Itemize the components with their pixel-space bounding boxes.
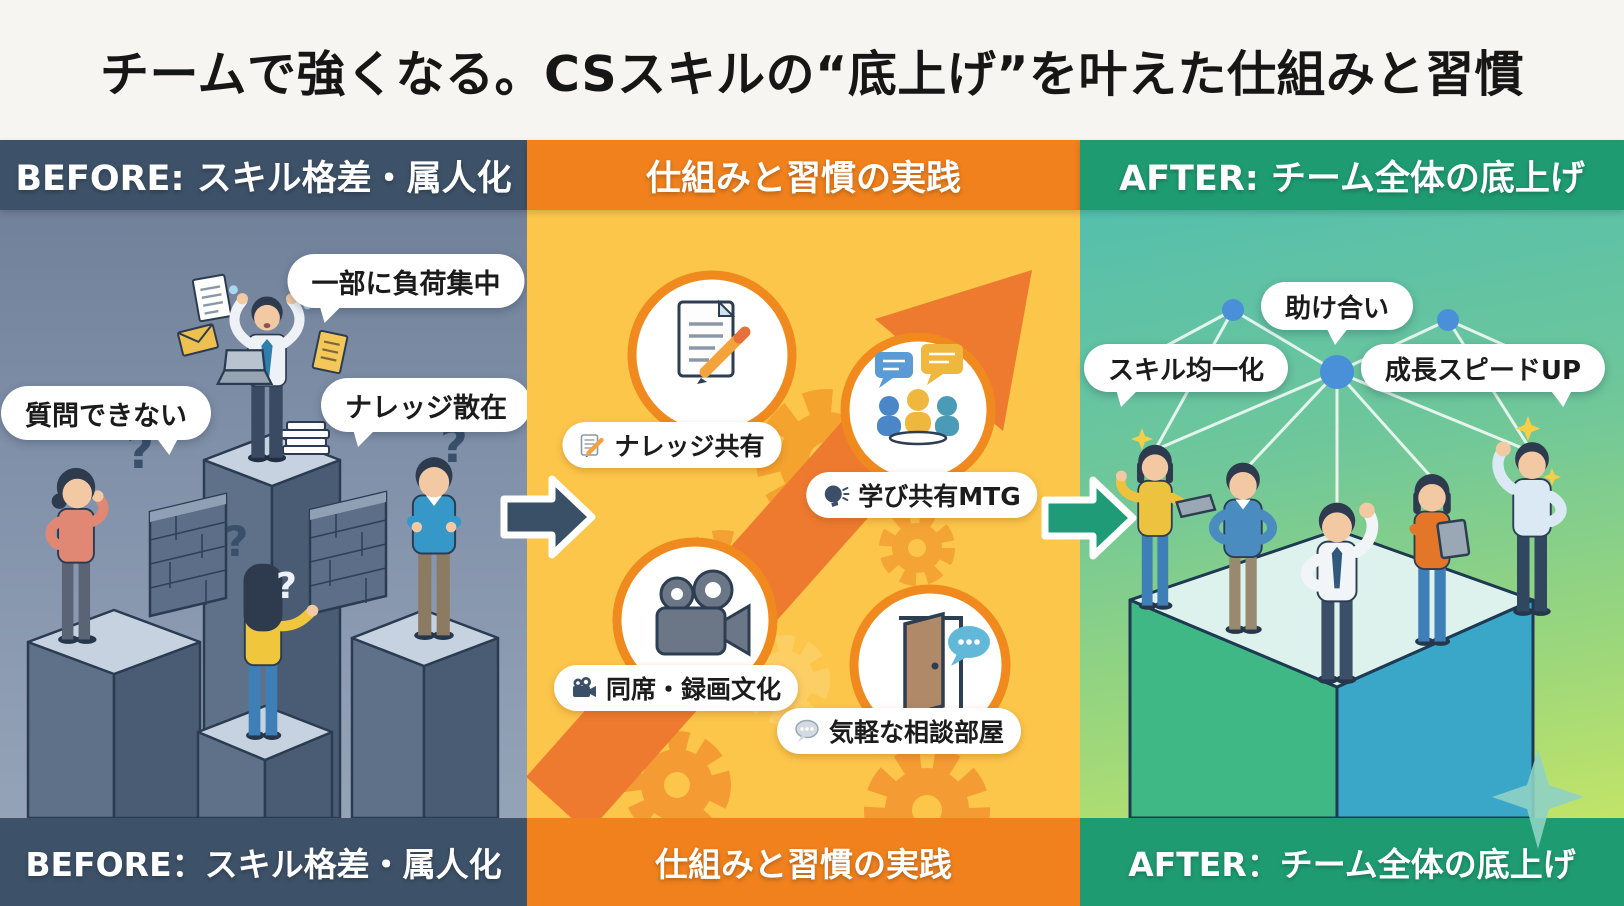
network-lines bbox=[1139, 308, 1561, 515]
speech-balloon-icon bbox=[795, 719, 819, 742]
person-man-lightblue bbox=[1492, 441, 1567, 616]
practice-to-after-arrow bbox=[1041, 474, 1137, 562]
panel-before: BEFORE: スキル格差・属人化 bbox=[0, 140, 531, 906]
bubble-label: ナレッジ散在 bbox=[345, 392, 507, 424]
practice-header-label: 仕組みと習慣の実践 bbox=[645, 158, 961, 199]
memo-icon bbox=[580, 434, 604, 457]
movie-camera-icon bbox=[572, 677, 596, 697]
envelope-icon bbox=[177, 323, 219, 357]
before-bubble-cannot-ask: 質問できない bbox=[1, 386, 211, 440]
svg-text:?: ? bbox=[276, 566, 297, 607]
title-band: チームで強くなる。CSスキルの“底上げ”を叶えた仕組みと習慣 bbox=[0, 0, 1624, 140]
brick-wall-left bbox=[148, 492, 228, 618]
after-header-label: AFTER: チーム全体の底上げ bbox=[1119, 158, 1585, 199]
video-camera-icon bbox=[655, 569, 751, 657]
after-bubble-skill-uniform: スキル均一化 bbox=[1083, 344, 1289, 392]
bubble-label: 一部に負荷集中 bbox=[311, 268, 501, 300]
before-header-label: BEFORE: スキル格差・属人化 bbox=[15, 158, 512, 199]
books-stack bbox=[280, 421, 330, 455]
panel-after: AFTER: チーム全体の底上げ bbox=[1080, 140, 1624, 906]
network-node bbox=[1437, 309, 1459, 331]
knowledge-share-circle bbox=[627, 270, 797, 440]
after-footer-label: AFTER：チーム全体の底上げ bbox=[1128, 845, 1576, 884]
practice-header: 仕組みと習慣の実践 bbox=[527, 140, 1080, 210]
after-footer: AFTER：チーム全体の底上げ bbox=[1080, 818, 1624, 906]
bubble-label: スキル均一化 bbox=[1107, 355, 1265, 386]
before-to-practice-arrow bbox=[500, 473, 596, 561]
recording-circle bbox=[612, 537, 778, 703]
person-woman-orange bbox=[1409, 474, 1471, 646]
person-man-blue-sweater bbox=[406, 457, 462, 640]
pill-label: 同席・録画文化 bbox=[605, 675, 782, 704]
bubble-label: 助け合い bbox=[1284, 293, 1390, 324]
before-bubble-knowledge-scattered: ナレッジ散在 bbox=[321, 378, 531, 432]
practice-pill-mtg: 学び共有MTG bbox=[806, 472, 1038, 518]
person-woman-salmon bbox=[45, 467, 109, 644]
gear-icon bbox=[623, 731, 731, 818]
panel-practice: 仕組みと習慣の実践 bbox=[527, 140, 1080, 906]
practice-pill-recording: 同席・録画文化 bbox=[553, 665, 799, 711]
person-man-shirt-tie bbox=[1301, 502, 1379, 684]
before-header: BEFORE: スキル格差・属人化 bbox=[0, 140, 527, 210]
flying-paper bbox=[191, 273, 233, 323]
practice-footer-label: 仕組みと習慣の実践 bbox=[655, 845, 952, 884]
sparkle-icon bbox=[1492, 749, 1584, 849]
after-bubble-growth-speed: 成長スピードUP bbox=[1360, 344, 1606, 392]
svg-text:?: ? bbox=[224, 517, 248, 566]
gear-icon bbox=[879, 510, 955, 586]
before-body: ? ? ? ? 一部に負荷集中 質問できない ナレッジ散在 bbox=[0, 210, 531, 818]
before-bubble-overload: 一部に負荷集中 bbox=[287, 254, 525, 308]
pill-label: ナレッジ共有 bbox=[614, 432, 765, 461]
consultation-circle bbox=[849, 584, 1011, 746]
bubble-label: 成長スピードUP bbox=[1384, 355, 1582, 386]
page-title: チームで強くなる。CSスキルの“底上げ”を叶えた仕組みと習慣 bbox=[99, 45, 1525, 103]
document-pencil-icon bbox=[677, 299, 751, 384]
before-illustration: ? ? ? ? bbox=[26, 273, 500, 818]
after-body: 助け合い スキル均一化 成長スピードUP bbox=[1080, 210, 1624, 818]
brick-wall-right bbox=[308, 490, 388, 616]
speaking-head-icon bbox=[824, 485, 850, 507]
practice-pill-consultation: 気軽な相談部屋 bbox=[776, 708, 1022, 754]
gear-icon bbox=[864, 747, 990, 818]
practice-body: ナレッジ共有 学び共有MTG 同席・録画文化 bbox=[527, 210, 1080, 818]
pillar-left bbox=[26, 608, 202, 818]
pill-label: 気軽な相談部屋 bbox=[828, 718, 1005, 747]
person-woman-yellow bbox=[1116, 444, 1217, 610]
person-woman-yellow-back bbox=[243, 563, 319, 740]
person-man-teal bbox=[1209, 462, 1277, 634]
meeting-icon bbox=[875, 344, 963, 446]
open-door-icon bbox=[885, 611, 990, 719]
after-bubble-mutual-help: 助け合い bbox=[1260, 282, 1414, 345]
after-illustration bbox=[1107, 299, 1567, 818]
after-header: AFTER: チーム全体の底上げ bbox=[1080, 140, 1624, 210]
person-stressed-man bbox=[215, 280, 312, 463]
pillar-right bbox=[350, 608, 500, 818]
pill-label: 学び共有MTG bbox=[858, 482, 1021, 511]
flying-paper-yellow bbox=[311, 329, 349, 375]
learning-mtg-circle bbox=[840, 332, 996, 488]
before-footer: BEFORE：スキル格差・属人化 bbox=[0, 818, 527, 906]
network-node bbox=[1320, 355, 1354, 389]
network-node bbox=[1222, 299, 1244, 321]
practice-pill-knowledge: ナレッジ共有 bbox=[562, 422, 782, 468]
bubble-label: 質問できない bbox=[25, 400, 187, 432]
practice-footer: 仕組みと習慣の実践 bbox=[527, 818, 1080, 906]
before-footer-label: BEFORE：スキル格差・属人化 bbox=[25, 845, 502, 884]
